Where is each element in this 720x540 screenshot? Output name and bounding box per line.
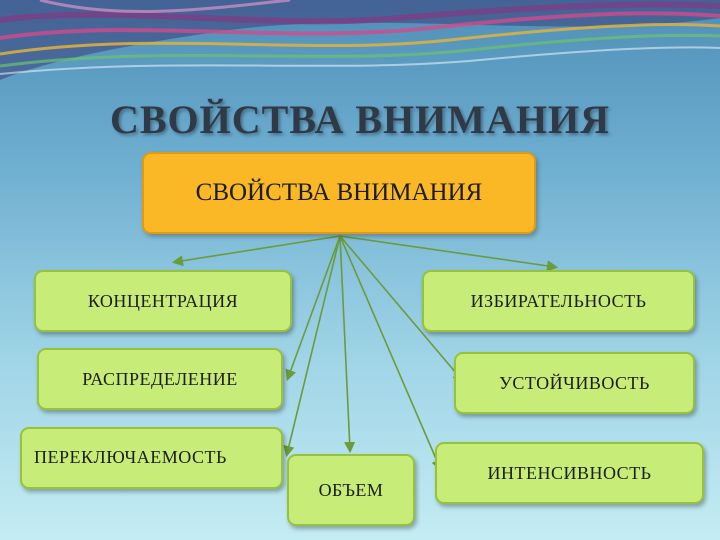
node-distribution: РАСПРЕДЕЛЕНИЕ	[37, 348, 283, 410]
connector-distribution	[288, 236, 340, 378]
connector-switchability	[287, 236, 340, 454]
node-selectivity: ИЗБИРАТЕЛЬНОСТЬ	[422, 270, 695, 332]
top-decorative-swooshes	[0, 0, 720, 110]
slide-title: СВОЙСТВА ВНИМАНИЯ	[0, 96, 720, 143]
node-switchability: ПЕРЕКЛЮЧАЕМОСТЬ	[20, 427, 283, 489]
connector-selectivity	[340, 236, 555, 267]
connector-concentration	[175, 236, 340, 262]
central-node: СВОЙСТВА ВНИМАНИЯ	[142, 152, 536, 234]
connector-volume	[340, 236, 350, 450]
node-volume: ОБЪЕМ	[287, 454, 415, 526]
node-intensity: ИНТЕНСИВНОСТЬ	[435, 442, 704, 504]
node-concentration: КОНЦЕНТРАЦИЯ	[34, 270, 292, 332]
node-stability: УСТОЙЧИВОСТЬ	[454, 352, 695, 414]
